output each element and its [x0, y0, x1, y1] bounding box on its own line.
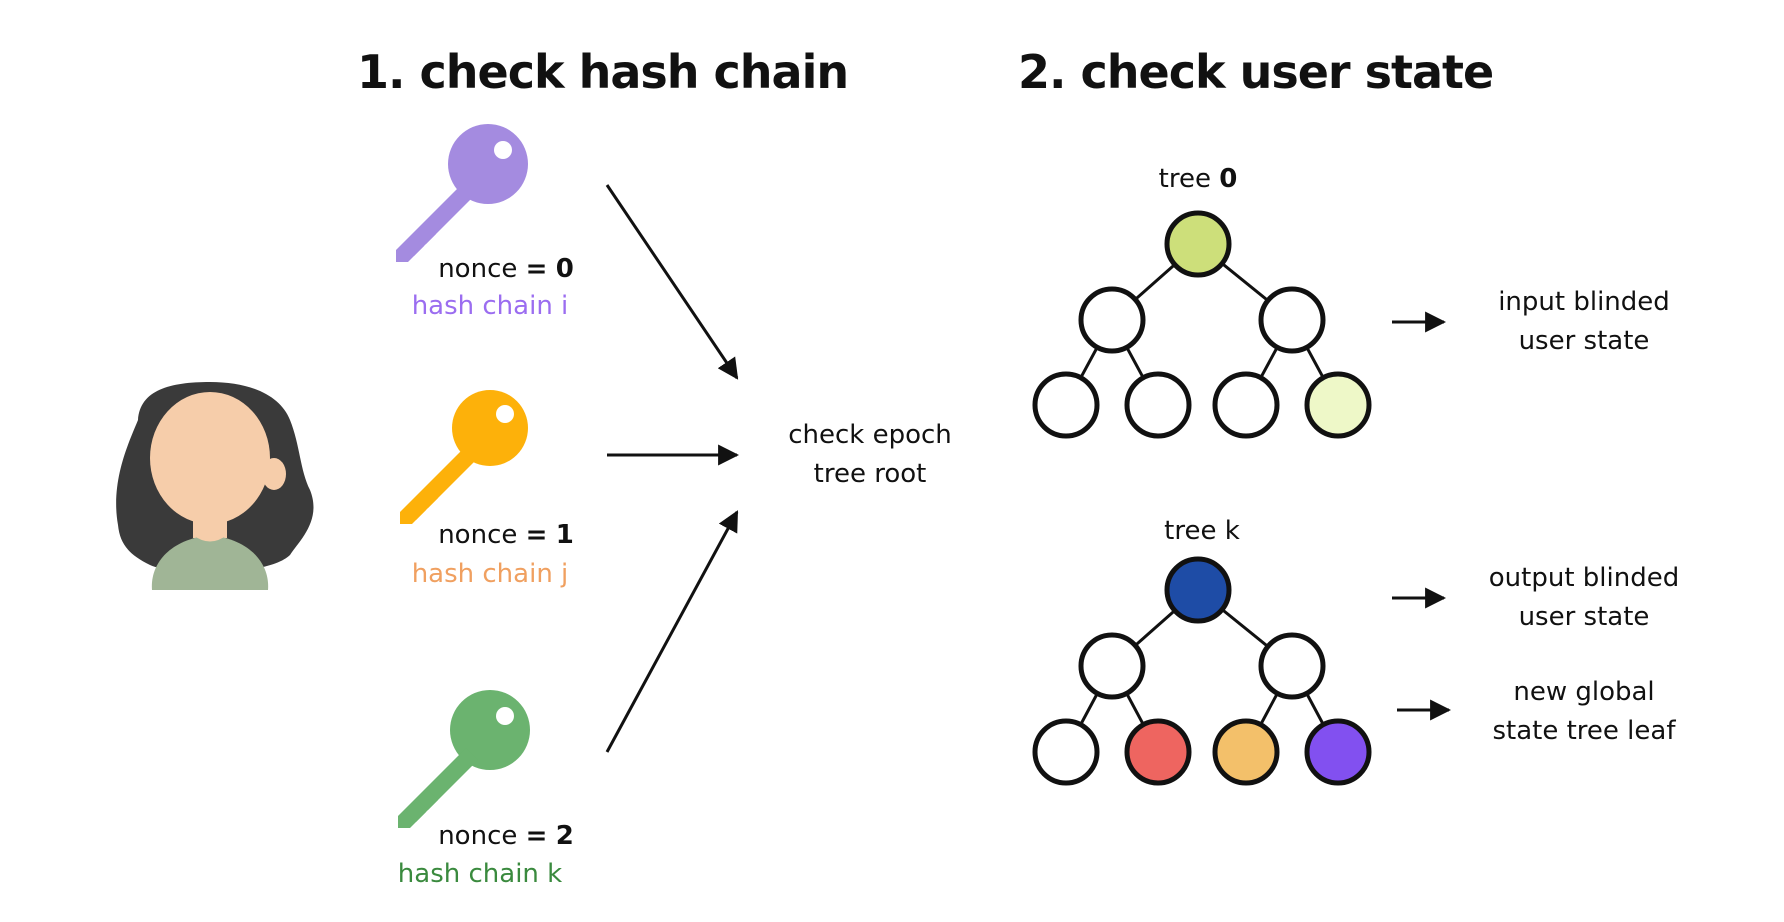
tree0-output-line-2: user state [1519, 326, 1650, 356]
tree-0-root-node [1164, 210, 1232, 278]
key-hole [496, 707, 514, 725]
tree-0: tree 0 [1032, 164, 1372, 439]
treek-output-line-2: user state [1519, 602, 1650, 632]
treek-global-line-1: new global [1513, 677, 1654, 707]
nonce-text: nonce [438, 520, 517, 550]
hash-chain-label-0: hash chain i [412, 291, 569, 321]
section1-title: check hash chain [420, 45, 849, 99]
section1-number: 1. [357, 45, 404, 99]
tree-0-internal-node-right [1258, 286, 1326, 354]
tree-word: tree [1164, 516, 1216, 546]
avatar-shirt-neckline [193, 532, 227, 542]
key-hole [496, 405, 514, 423]
tree-k-label: tree k [1164, 516, 1240, 546]
key-icon-green [398, 690, 530, 828]
tree-0-leaf-node-3 [1212, 371, 1280, 439]
nonce-label-1: nonce = 1 [438, 520, 574, 550]
key-body [396, 124, 528, 262]
center-line-2: tree root [814, 459, 927, 489]
tree0-output-line-1: input blinded [1498, 287, 1670, 317]
nonce-value: 0 [556, 254, 574, 284]
tree-0-leaf-node-4 [1304, 371, 1372, 439]
nonce-equals: = [526, 821, 548, 851]
tree-k-leaf-node-2 [1124, 718, 1192, 786]
user-avatar [116, 382, 314, 590]
avatar-face [150, 392, 270, 524]
nonce-equals: = [526, 520, 548, 550]
nonce-equals: = [526, 254, 548, 284]
tree-0-leaf-node-1 [1032, 371, 1100, 439]
hash-chain-label-2: hash chain k [398, 859, 562, 889]
treek-global-line-2: state tree leaf [1492, 716, 1676, 746]
key-icon-orange [400, 390, 528, 524]
tree-word: tree [1159, 164, 1211, 194]
section2-heading: 2. check user state [1018, 45, 1493, 99]
tree-k-leaf-node-3 [1212, 718, 1280, 786]
key-hole [494, 141, 512, 159]
nonce-text: nonce [438, 254, 517, 284]
tree-k-internal-node-left [1078, 632, 1146, 700]
nonce-value: 2 [556, 821, 574, 851]
section1-heading: 1. check hash chain [357, 45, 848, 99]
tree-k-internal-node-right [1258, 632, 1326, 700]
tree-index: 0 [1219, 164, 1237, 194]
arrow-key0-to-center [605, 184, 739, 380]
nonce-label-2: nonce = 2 [438, 821, 574, 851]
section2-title: check user state [1081, 45, 1494, 99]
tree-k: tree k [1032, 516, 1372, 786]
nonce-text: nonce [438, 821, 517, 851]
nonce-label-0: nonce = 0 [438, 254, 574, 284]
tree-0-internal-node-left [1078, 286, 1146, 354]
arrow-key2-to-center [605, 510, 739, 753]
tree-k-leaf-node-1 [1032, 718, 1100, 786]
tree-0-label: tree 0 [1159, 164, 1238, 194]
tree-index: k [1225, 516, 1240, 546]
treek-output-line-1: output blinded [1489, 563, 1679, 593]
center-line-1: check epoch [788, 420, 952, 450]
section2-number: 2. [1018, 45, 1065, 99]
tree-k-leaf-node-4 [1304, 718, 1372, 786]
tree-0-leaf-node-2 [1124, 371, 1192, 439]
tree-k-root-node [1164, 556, 1232, 624]
key-icon-purple [396, 124, 528, 262]
hash-chain-label-1: hash chain j [412, 559, 569, 589]
nonce-value: 1 [556, 520, 574, 550]
avatar-shirt [151, 535, 269, 590]
